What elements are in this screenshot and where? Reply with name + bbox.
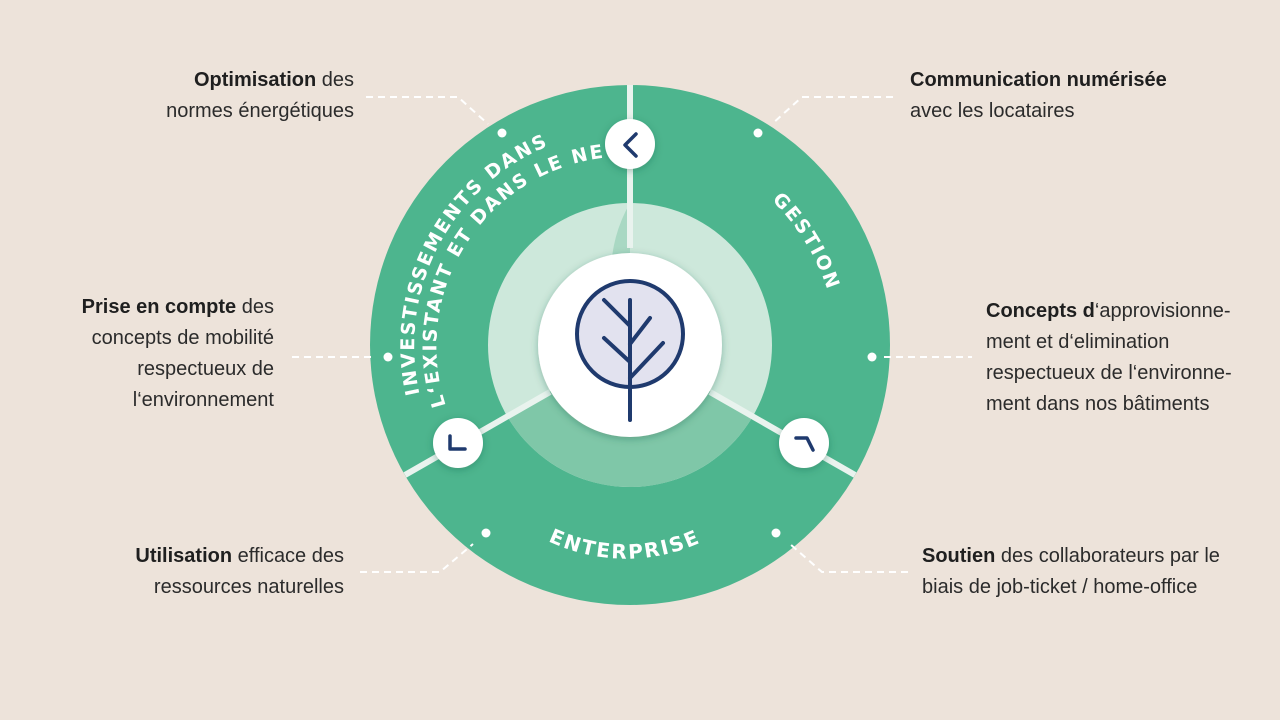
- dot-mid-left: [383, 352, 393, 362]
- dot-top-right: [753, 128, 763, 138]
- callout-mid-left-line4: l‘environnement: [132, 389, 274, 411]
- callout-mid-right-line2: ment et d‘elimination: [986, 331, 1170, 353]
- callout-bottom-right-line2: biais de job-ticket / home-office: [922, 576, 1198, 598]
- callout-mid-right-line3: respectueux de l‘environne-: [986, 362, 1232, 384]
- callout-top-right-line2: avec les locataires: [910, 100, 1075, 122]
- connector-bottom-left: [360, 543, 474, 573]
- callout-bottom-right-bold: Soutien: [922, 545, 996, 567]
- tree-icon: [538, 253, 722, 437]
- callout-bottom-left-rest: efficace des: [232, 545, 344, 567]
- callout-top-left-line2: normes énergétiques: [166, 100, 354, 122]
- chevron-left-icon: [605, 119, 655, 169]
- callout-top-left: Optimisation des normes énergétiques: [166, 65, 354, 127]
- callout-mid-right-line4: ment dans nos bâtiments: [986, 393, 1210, 415]
- callout-bottom-left: Utilisation efficace des ressources natu…: [135, 541, 344, 603]
- callout-mid-left: Prise en compte des concepts de mobilité…: [82, 292, 274, 416]
- dot-top-left: [497, 128, 507, 138]
- connector-top-right: [771, 96, 893, 125]
- dot-mid-right: [867, 352, 877, 362]
- callout-mid-right-bold: Concepts d: [986, 300, 1095, 322]
- dot-bottom-left: [481, 528, 491, 538]
- connector-bottom-right: [789, 543, 908, 573]
- callout-top-left-rest: des: [316, 69, 354, 91]
- callout-mid-right-rest: ‘approvisionne-: [1094, 300, 1231, 322]
- callout-mid-left-rest: des: [236, 296, 274, 318]
- callout-top-right-bold: Communication numérisée: [910, 69, 1167, 91]
- callout-mid-left-line3: respectueux de: [137, 358, 274, 380]
- callout-mid-left-line2: concepts de mobilité: [91, 327, 274, 349]
- callout-bottom-left-bold: Utilisation: [135, 545, 233, 567]
- connector-lines: [292, 96, 972, 573]
- chevron-down-left-icon: [433, 418, 483, 468]
- callout-bottom-right-rest: des collaborateurs par le: [995, 545, 1220, 567]
- connector-top-left: [366, 96, 489, 125]
- dot-bottom-right: [771, 528, 781, 538]
- chevron-up-right-icon: [779, 418, 829, 468]
- callout-bottom-right: Soutien des collaborateurs par le biais …: [922, 541, 1220, 603]
- connector-dots: [383, 128, 877, 538]
- callout-bottom-left-line2: ressources naturelles: [153, 576, 344, 598]
- callout-mid-left-bold: Prise en compte: [81, 296, 237, 318]
- callout-top-right: Communication numérisée avec les locatai…: [910, 65, 1167, 127]
- callout-mid-right: Concepts d‘approvisionne- ment et d‘elim…: [986, 296, 1232, 420]
- callout-top-left-bold: Optimisation: [193, 69, 317, 91]
